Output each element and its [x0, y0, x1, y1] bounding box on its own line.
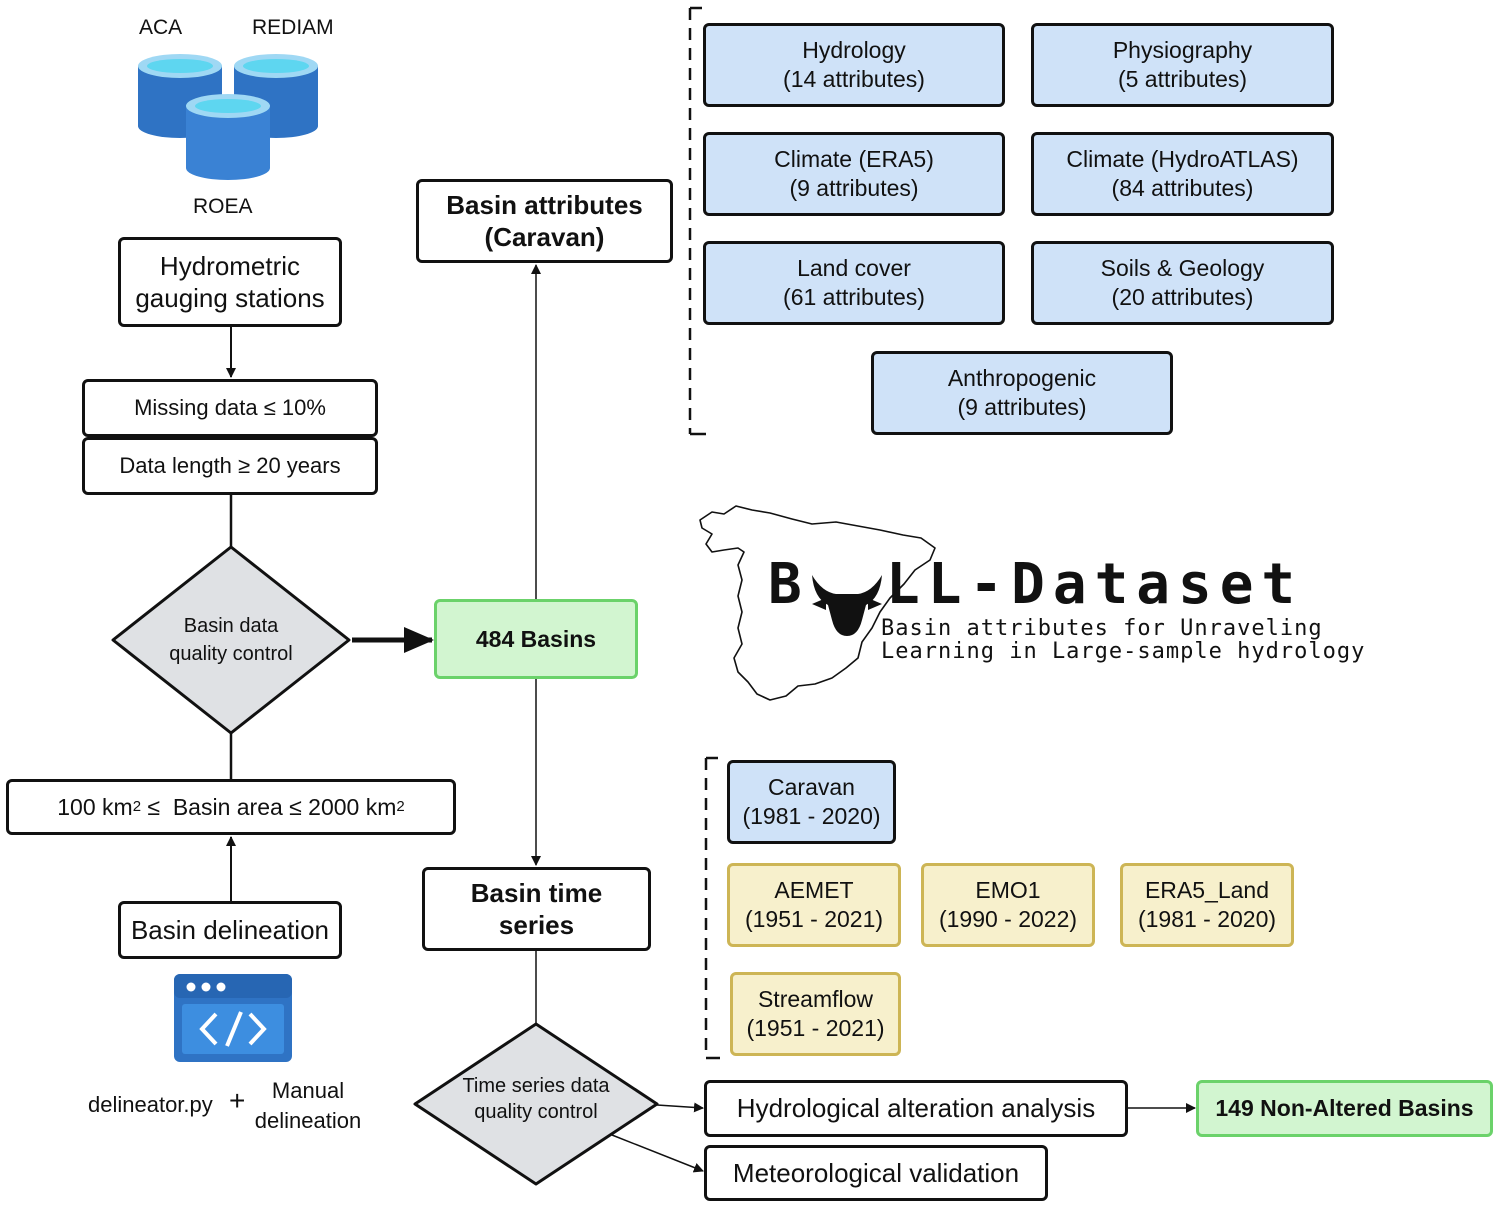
- attr-count: (9 attributes): [957, 394, 1087, 420]
- attr-count: (5 attributes): [1117, 66, 1248, 92]
- bull-head-icon: [812, 575, 882, 636]
- source-aca-label: ACA: [139, 16, 183, 39]
- attr-name: Climate (ERA5): [774, 146, 934, 173]
- basin-quality-diamond: [111, 545, 351, 735]
- gauging-line-2: gauging stations: [135, 283, 325, 313]
- ts-range: (1990 - 2022): [938, 906, 1078, 932]
- basin-delineation-label: Basin delineation: [130, 914, 330, 945]
- nonaltered-basins-box: 149 Non-Altered Basins: [1196, 1080, 1493, 1137]
- attr-anthropogenic-box: Anthropogenic (9 attributes): [871, 351, 1173, 435]
- attr-physiography-box: Physiography (5 attributes): [1031, 23, 1334, 107]
- attr-climate-hydroatlas-box: Climate (HydroATLAS) (84 attributes): [1031, 132, 1334, 216]
- attr-count: (84 attributes): [1111, 175, 1254, 201]
- source-roea-label: ROEA: [193, 195, 253, 218]
- basin-attributes-line-1: Basin attributes: [446, 189, 643, 220]
- ts-name: Streamflow: [757, 986, 874, 1013]
- basin-area-part-b: ≤ Basin area ≤ 2000 km: [141, 793, 397, 820]
- ts-emo1-box: EMO1 (1990 - 2022): [921, 863, 1095, 947]
- alteration-analysis-label: Hydrological alteration analysis: [736, 1093, 1096, 1124]
- ts-range: (1981 - 2020): [742, 803, 881, 829]
- attr-count: (14 attributes): [783, 66, 925, 92]
- ts-era5-land-box: ERA5_Land (1981 - 2020): [1120, 863, 1294, 947]
- plus-label: +: [229, 1085, 246, 1116]
- gauging-stations-box: Hydrometric gauging stations: [118, 237, 342, 327]
- missing-data-label: Missing data ≤ 10%: [134, 395, 326, 421]
- attr-name: Climate (HydroATLAS): [1066, 146, 1299, 173]
- attr-name: Soils & Geology: [1100, 255, 1265, 282]
- basin-area-sup-2: 2: [396, 797, 405, 815]
- delineator-py-label: delineator.py: [88, 1092, 213, 1117]
- basin-timeseries-line-1: Basin time: [470, 877, 603, 908]
- logo-subtitle-2: Learning in Large-sample hydrology: [881, 639, 1366, 664]
- basin-quality-line-1: Basin data: [183, 615, 279, 637]
- basin-timeseries-box: Basin time series: [422, 867, 651, 951]
- attr-hydrology-box: Hydrology (14 attributes): [703, 23, 1005, 107]
- timeseries-bracket: [704, 756, 720, 1060]
- meteorological-validation-label: Meteorological validation: [732, 1157, 1020, 1188]
- attr-count: (20 attributes): [1111, 284, 1254, 310]
- ts-streamflow-box: Streamflow (1951 - 2021): [730, 972, 901, 1056]
- arrow-to-meteo: [611, 1134, 704, 1173]
- data-length-box: Data length ≥ 20 years: [82, 437, 378, 495]
- attr-name: Land cover: [797, 255, 911, 282]
- basin-timeseries-line-2: series: [498, 910, 575, 940]
- alteration-analysis-box: Hydrological alteration analysis: [704, 1080, 1128, 1137]
- attr-name: Hydrology: [802, 37, 906, 64]
- basins-484-box: 484 Basins: [434, 599, 638, 679]
- ts-quality-diamond: [413, 1022, 659, 1186]
- source-rediam-label: REDIAM: [252, 16, 334, 39]
- ts-range: (1951 - 2021): [744, 906, 884, 932]
- ts-caravan-box: Caravan (1981 - 2020): [727, 760, 896, 844]
- logo-title-suffix: LL-Dataset: [886, 552, 1304, 617]
- ts-name: EMO1: [975, 877, 1041, 904]
- ts-name: Caravan: [768, 774, 855, 801]
- attr-count: (61 attributes): [783, 284, 925, 310]
- database-icon: [186, 94, 270, 180]
- arrow-to-alteration: [656, 1102, 704, 1113]
- basin-area-sup-1: 2: [132, 797, 142, 815]
- manual-line-1: Manual: [271, 1078, 345, 1103]
- manual-delineation-label: Manual delineation: [248, 1076, 368, 1135]
- spain-map-icon: [699, 505, 936, 701]
- ts-quality-line-2: quality control: [474, 1101, 598, 1123]
- basin-quality-label: Basin data quality control: [141, 606, 321, 674]
- attr-climate-era5-box: Climate (ERA5) (9 attributes): [703, 132, 1005, 216]
- ts-range: (1951 - 2021): [746, 1015, 885, 1041]
- attr-name: Physiography: [1112, 37, 1253, 64]
- ts-quality-line-1: Time series data: [462, 1075, 610, 1097]
- basins-484-label: 484 Basins: [475, 625, 597, 652]
- missing-data-box: Missing data ≤ 10%: [82, 379, 378, 437]
- logo-subtitle-1: Basin attributes for Unraveling: [881, 616, 1323, 641]
- nonaltered-basins-label: 149 Non-Altered Basins: [1215, 1095, 1474, 1122]
- attributes-bracket: [688, 6, 706, 436]
- ts-name: ERA5_Land: [1144, 877, 1270, 904]
- manual-line-2: delineation: [254, 1107, 362, 1133]
- basin-attributes-line-2: (Caravan): [484, 222, 605, 252]
- ts-range: (1981 - 2020): [1137, 906, 1277, 932]
- gauging-line-1: Hydrometric: [159, 250, 301, 281]
- attr-land-cover-box: Land cover (61 attributes): [703, 241, 1005, 325]
- ts-aemet-box: AEMET (1951 - 2021): [727, 863, 901, 947]
- logo-title-prefix: B: [768, 552, 810, 617]
- basin-delineation-box: Basin delineation: [118, 901, 342, 959]
- code-window-icon: [174, 974, 292, 1062]
- basin-attributes-box: Basin attributes (Caravan): [416, 179, 673, 263]
- basin-quality-line-2: quality control: [169, 643, 293, 665]
- meteorological-validation-box: Meteorological validation: [704, 1145, 1048, 1201]
- ts-name: AEMET: [774, 877, 854, 904]
- attr-name: Anthropogenic: [947, 365, 1097, 392]
- attr-soils-geology-box: Soils & Geology (20 attributes): [1031, 241, 1334, 325]
- basin-area-part-a: 100 km: [57, 793, 133, 820]
- data-length-label: Data length ≥ 20 years: [119, 453, 341, 479]
- attr-count: (9 attributes): [789, 175, 919, 201]
- ts-quality-label: Time series data quality control: [441, 1072, 631, 1126]
